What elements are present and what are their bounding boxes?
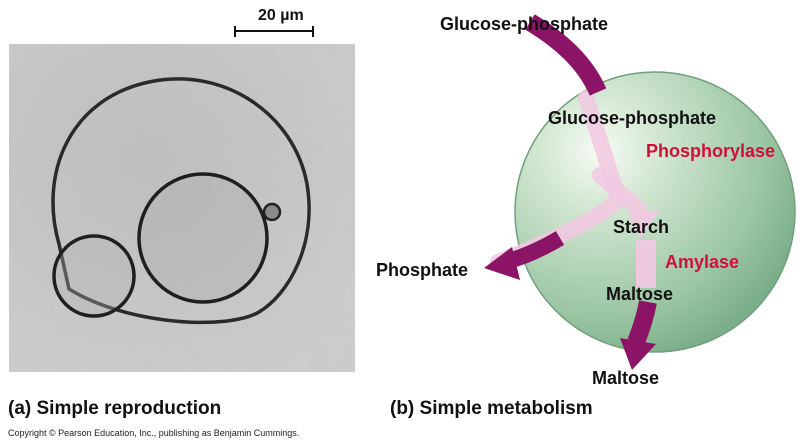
scale-bar [234,26,314,37]
micrograph-texture [9,44,355,372]
label-glucose-phosphate-inside: Glucose-phosphate [548,108,717,128]
maltose-arrowhead [620,338,656,370]
amylase-bar [636,240,656,288]
caption-simple-reproduction: (a) Simple reproduction [8,398,222,419]
label-maltose-inside: Maltose [606,284,674,304]
label-amylase: Amylase [665,252,740,272]
copyright-notice: Copyright © Pearson Education, Inc., pub… [8,428,300,438]
caption-simple-metabolism: (b) Simple metabolism [390,398,593,419]
label-phosphorylase: Phosphorylase [646,141,776,161]
tiny-vesicle [262,202,282,222]
label-glucose-phosphate-outside: Glucose-phosphate [440,14,609,34]
scale-label: 20 µm [258,7,304,24]
label-phosphate: Phosphate [376,260,469,280]
maltose-outflow-shaft [627,300,657,346]
label-starch: Starch [613,217,670,237]
pathway-to-starch-light [592,167,648,218]
label-maltose-outside: Maltose [592,368,660,388]
phosphate-arrowhead [484,247,520,280]
phosphate-outflow-shaft [502,231,565,270]
inner-vesicle-large [137,172,269,304]
budding-vesicle [52,234,136,318]
large-vesicle-membrane [51,77,311,325]
vesicle-micrograph [9,44,355,372]
